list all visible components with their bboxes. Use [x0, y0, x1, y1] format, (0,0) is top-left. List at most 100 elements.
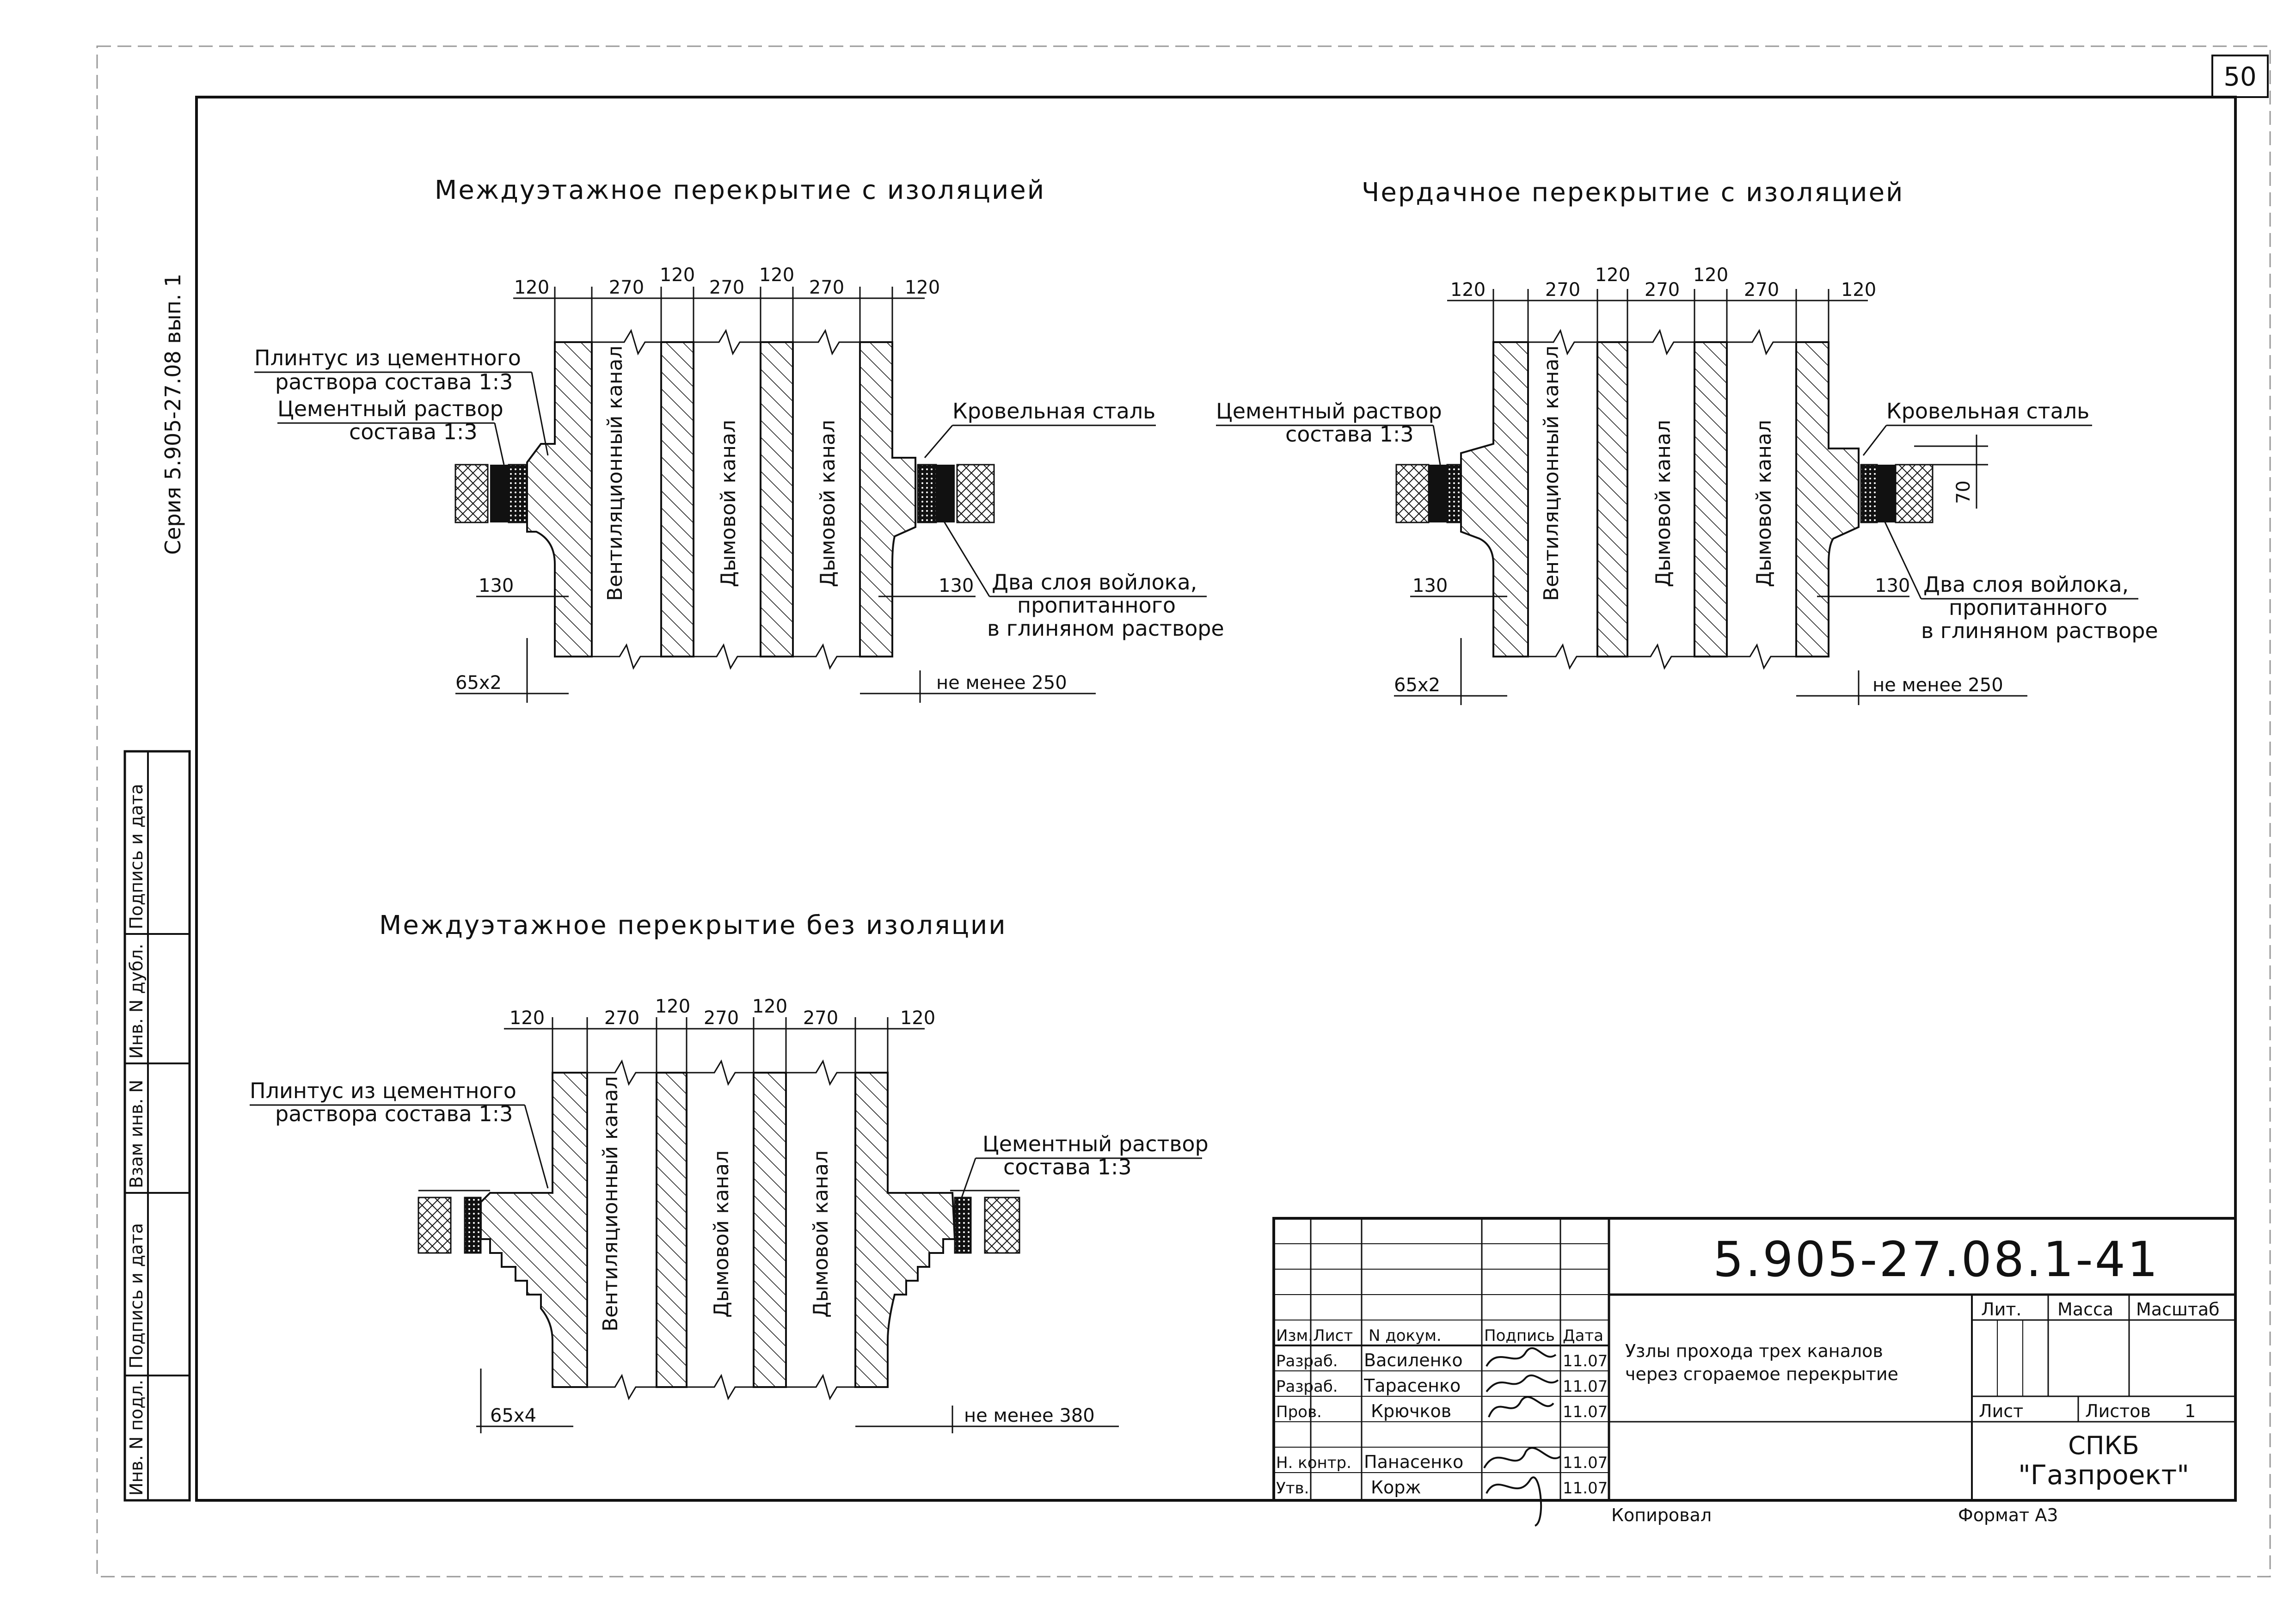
- channel-label: Дымовой канал: [1752, 420, 1776, 587]
- label-felt: в глиняном растворе: [987, 616, 1224, 641]
- label-plinth: Плинтус из цементного: [254, 345, 521, 370]
- dim-top: 120: [655, 996, 690, 1017]
- sheet-number-box: [2211, 55, 2269, 98]
- channel-label: Дымовой канал: [717, 420, 740, 587]
- row-date: 11.07: [1563, 1479, 1608, 1498]
- row-date: 11.07: [1563, 1377, 1608, 1396]
- row-role: Утв.: [1276, 1479, 1309, 1498]
- dim-top: 120: [514, 277, 549, 298]
- dim-top: 120: [905, 277, 940, 298]
- dim-top: 120: [900, 1007, 935, 1029]
- label-cement: Цементный раствор: [277, 396, 503, 421]
- row-name: Василенко: [1364, 1350, 1463, 1370]
- org-name: СПКБ: [2068, 1431, 2139, 1460]
- row-date: 11.07: [1563, 1403, 1608, 1421]
- row-name: Крючков: [1371, 1401, 1451, 1421]
- dim-top: 270: [609, 277, 644, 298]
- diagram-interfloor-uninsulated: Междуэтажное перекрытие без изоляции 120…: [250, 910, 1209, 1433]
- sheets-label: Листов: [2085, 1401, 2151, 1421]
- col-header-list: Лист: [1313, 1326, 1353, 1345]
- dim-top: 270: [1545, 279, 1580, 301]
- dim-top: 270: [604, 1007, 639, 1029]
- col-header-doc: N докум.: [1369, 1326, 1442, 1345]
- dim-65x4: 65х4: [490, 1405, 536, 1426]
- dim-130: 130: [939, 575, 974, 596]
- lit-label: Лит.: [1981, 1299, 2022, 1320]
- signature-scribbles: [1483, 1347, 1561, 1527]
- sheet-label: Лист: [1979, 1401, 2023, 1421]
- dim-top: 270: [704, 1007, 739, 1029]
- label-felt: в глиняном растворе: [1921, 618, 2158, 643]
- dim-top: 270: [709, 277, 744, 298]
- channel-label: Дымовой канал: [809, 1150, 833, 1318]
- diagram-attic-insulated: Чердачное перекрытие с изоляцией 120 270…: [1216, 178, 2158, 705]
- diagram-interfloor-insulated: Междуэтажное перекрытие с изоляцией 120 …: [254, 175, 1224, 703]
- mass-label: Масса: [2057, 1299, 2113, 1320]
- dim-65x2: 65х2: [455, 672, 502, 694]
- dim-top: 120: [1595, 264, 1630, 286]
- sheet-number: 50: [2223, 62, 2256, 92]
- dim-top: 120: [510, 1007, 545, 1029]
- dim-130: 130: [479, 575, 514, 596]
- row-role: Пров.: [1276, 1403, 1322, 1421]
- row-date: 11.07: [1563, 1454, 1608, 1472]
- series-label: Серия 5.905-27.08 вып. 1: [160, 274, 185, 555]
- dim-top: 120: [1693, 264, 1728, 286]
- stamp-inv-dubl: Инв. N дубл.: [126, 944, 147, 1059]
- stamp-vzam: Взам инв. N: [126, 1080, 147, 1188]
- copied-label: Копировал: [1611, 1505, 1712, 1525]
- col-header-date: Дата: [1563, 1326, 1603, 1345]
- label-plinth: раствора состава 1:3: [275, 369, 513, 394]
- dim-min-250: не менее 250: [1872, 675, 2003, 696]
- label-roof-steel: Кровельная сталь: [1886, 399, 2089, 424]
- dim-top: 270: [803, 1007, 838, 1029]
- row-name: Корж: [1371, 1477, 1421, 1498]
- scale-label: Масштаб: [2136, 1299, 2220, 1320]
- dim-top: 270: [1645, 279, 1680, 301]
- left-stamp: Инв. N подл. Подпись и дата Взам инв. N …: [123, 750, 191, 1502]
- diagram-title: Междуэтажное перекрытие с изоляцией: [435, 175, 1045, 205]
- dim-top: 120: [660, 264, 695, 286]
- col-header-izm: Изм.: [1276, 1326, 1313, 1345]
- main-frame: [195, 96, 2237, 1502]
- channel-label: Дымовой канал: [710, 1150, 733, 1318]
- label-cement: Цементный раствор: [1216, 399, 1442, 424]
- col-header-sign: Подпись: [1484, 1326, 1555, 1345]
- label-roof-steel: Кровельная сталь: [952, 399, 1155, 424]
- dim-65x2: 65х2: [1394, 675, 1440, 696]
- row-role: Разраб.: [1276, 1377, 1338, 1396]
- sheets-count: 1: [2185, 1401, 2196, 1421]
- row-role: Разраб.: [1276, 1352, 1338, 1370]
- doc-code: 5.905-27.08.1-41: [1713, 1231, 2160, 1288]
- dim-130: 130: [1412, 575, 1448, 596]
- dim-top: 120: [1841, 279, 1876, 301]
- channel-label: Дымовой канал: [816, 420, 840, 587]
- dim-top: 120: [759, 264, 794, 286]
- diagram-title: Междуэтажное перекрытие без изоляции: [379, 910, 1007, 940]
- row-date: 11.07: [1563, 1352, 1608, 1370]
- label-felt: Два слоя войлока,: [992, 570, 1197, 595]
- stamp-inv-podl: Инв. N подл.: [126, 1380, 147, 1496]
- dim-130: 130: [1875, 575, 1910, 596]
- description: через сгораемое перекрытие: [1625, 1364, 1898, 1384]
- diagram-title: Чердачное перекрытие с изоляцией: [1362, 178, 1904, 208]
- dim-top: 120: [1450, 279, 1486, 301]
- dim-min-250: не менее 250: [936, 672, 1067, 694]
- channel-label: Вентиляционный канал: [1540, 345, 1563, 601]
- channel-label: Дымовой канал: [1651, 420, 1675, 587]
- row-name: Тарасенко: [1363, 1376, 1461, 1396]
- dim-min-380: не менее 380: [964, 1405, 1095, 1426]
- row-name: Панасенко: [1364, 1452, 1463, 1472]
- format-label: Формат А3: [1958, 1505, 2058, 1525]
- description: Узлы прохода трех каналов: [1625, 1341, 1883, 1361]
- channel-label: Вентиляционный канал: [599, 1076, 622, 1332]
- channel-label: Вентиляционный канал: [603, 345, 627, 601]
- title-block: [1272, 1217, 2237, 1502]
- label-plinth: Плинтус из цементного: [250, 1078, 516, 1103]
- stamp-sign-date-2: Подпись и дата: [126, 784, 147, 929]
- dim-top: 270: [809, 277, 844, 298]
- stamp-sign-date-1: Подпись и дата: [126, 1223, 147, 1369]
- row-role: Н. контр.: [1276, 1454, 1351, 1472]
- outer-frame: [96, 45, 2271, 1578]
